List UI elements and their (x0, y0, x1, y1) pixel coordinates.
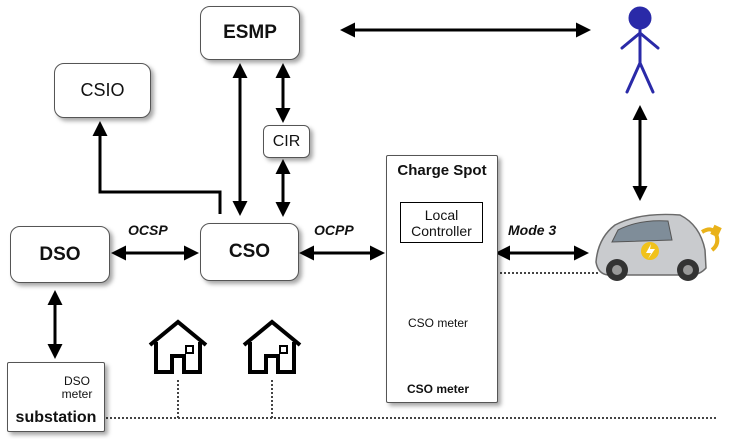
cso-label: CSO (228, 241, 271, 262)
ocsp-label: OCSP (128, 222, 168, 238)
esmp-box: ESMP (200, 6, 300, 60)
house-icon (148, 319, 208, 374)
arrow-cso-csio (92, 121, 222, 214)
csio-box: CSIO (54, 63, 151, 118)
csio-label: CSIO (80, 80, 125, 100)
dso-label: DSO (39, 243, 81, 265)
local-controller-box: Local Controller (400, 202, 483, 243)
charge-spot-box (386, 155, 498, 403)
substation-box: substation (7, 362, 105, 432)
cso-box: CSO (200, 223, 299, 281)
electric-car-icon (595, 213, 722, 281)
cso-meter-label-2: CSO meter (406, 382, 470, 396)
dso-meter-label-line2: meter (61, 387, 93, 401)
local-controller-label: Local Controller (411, 206, 472, 239)
cir-label: CIR (272, 132, 301, 150)
dso-meter-label-line1: DSO (63, 374, 90, 388)
charge-spot-title: Charge Spot (397, 162, 487, 179)
house-icon (242, 319, 302, 374)
dso-meter-label: DSO meter (54, 375, 100, 401)
mode3-label: Mode 3 (508, 222, 557, 238)
substation-label: substation (15, 409, 97, 426)
cso-meter-label-1: CSO meter (407, 316, 468, 330)
person-icon (620, 6, 660, 94)
ocpp-label: OCPP (314, 222, 354, 238)
esmp-label: ESMP (223, 22, 277, 43)
dso-box: DSO (10, 226, 110, 283)
cir-box: CIR (263, 125, 310, 158)
